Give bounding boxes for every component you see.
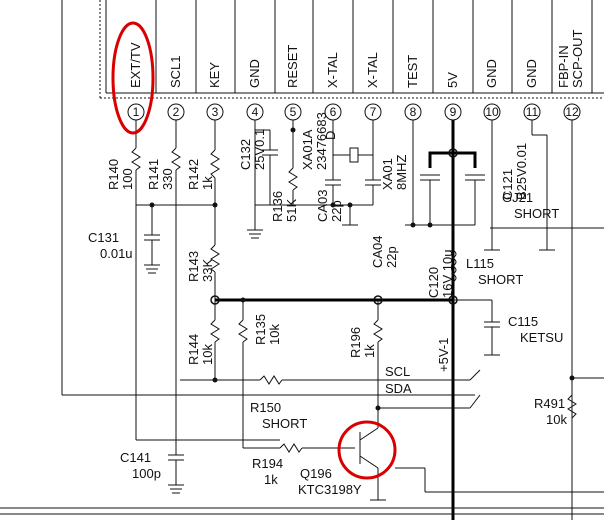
r136-value: 51K bbox=[284, 199, 299, 222]
pin-5-number: 5 bbox=[290, 105, 297, 119]
c131-value: 0.01u bbox=[100, 246, 133, 261]
pin-10-number: 10 bbox=[485, 105, 499, 119]
pin-3-name: KEY bbox=[207, 62, 222, 88]
c115-ref: C115 bbox=[508, 314, 538, 329]
pin-4-name: GND bbox=[247, 59, 262, 88]
ca03-value: 22p bbox=[329, 200, 344, 222]
r140-ref: R140 bbox=[106, 159, 121, 190]
pin-7-name: X-TAL bbox=[365, 52, 380, 88]
c115-value: KETSU bbox=[520, 330, 563, 345]
c120-value: 16V 10u bbox=[440, 250, 455, 298]
pin-11-name: GND bbox=[524, 59, 539, 88]
r143-ref: R143 bbox=[186, 251, 201, 282]
gj21-value: SHORT bbox=[514, 206, 559, 221]
c131-ref: C131 bbox=[88, 230, 119, 245]
xa01a-value: 23476683 bbox=[314, 112, 329, 170]
net-sda-label: SDA bbox=[385, 381, 412, 396]
c120-ref: C120 bbox=[426, 267, 441, 298]
d-label: D bbox=[323, 131, 338, 140]
pin-1-number: 1 bbox=[133, 105, 140, 119]
pin-12-name-b: SCP-OUT bbox=[570, 29, 585, 88]
l115-ref: L115 bbox=[466, 256, 494, 271]
pin-6-name: X-TAL bbox=[325, 52, 340, 88]
pin-10-name: GND bbox=[484, 59, 499, 88]
pin-11-number: 11 bbox=[526, 105, 539, 119]
pin-7-number: 7 bbox=[370, 105, 377, 119]
q196-value: KTC3198Y bbox=[298, 482, 362, 497]
pin-9-number: 9 bbox=[450, 105, 457, 119]
r491-value: 10k bbox=[546, 412, 567, 427]
r144-value: 10k bbox=[200, 344, 215, 365]
gj21-ref: GJ21 bbox=[502, 190, 533, 205]
r141-ref: R141 bbox=[146, 159, 161, 190]
ca03-ref: CA03 bbox=[315, 189, 330, 222]
pin-9-name: 5V bbox=[445, 72, 460, 88]
r141-value: 330 bbox=[160, 168, 175, 190]
pin-2-number: 2 bbox=[173, 105, 180, 119]
highlight-annotations bbox=[111, 21, 397, 480]
r142-ref: R142 bbox=[186, 159, 201, 190]
c121-ref: C121 bbox=[500, 169, 515, 200]
pin-8-number: 8 bbox=[410, 105, 417, 119]
ic-body bbox=[99, 0, 604, 99]
l115-value: SHORT bbox=[478, 272, 523, 287]
junctions bbox=[149, 127, 575, 411]
c141-value: 100p bbox=[132, 466, 161, 481]
c141-ref: C141 bbox=[120, 450, 151, 465]
c132-value: 25V0.1 bbox=[252, 129, 267, 170]
r150-ref: R150 bbox=[250, 400, 281, 415]
r136-ref: R136 bbox=[270, 191, 285, 222]
pin-4-number: 4 bbox=[252, 105, 259, 119]
r196-ref: R196 bbox=[348, 327, 363, 358]
c132-ref: C132 bbox=[238, 139, 253, 170]
q196-ref: Q196 bbox=[300, 466, 332, 481]
pin-6-number: 6 bbox=[330, 105, 337, 119]
r150-value: SHORT bbox=[262, 416, 307, 431]
highlight-ext-tv-pin bbox=[111, 21, 155, 135]
pin-1-name: EXT/TV bbox=[128, 42, 143, 88]
xa01-ref: XA01 bbox=[380, 158, 395, 190]
ca04-value: 22p bbox=[384, 246, 399, 268]
c121-value: B25V0.01 bbox=[514, 143, 529, 200]
xa01a-ref: XA01A bbox=[300, 129, 315, 170]
pin-8-name: TEST bbox=[405, 55, 420, 88]
r194-ref: R194 bbox=[252, 456, 283, 471]
net-scl-label: SCL bbox=[385, 364, 410, 379]
plus-5v-1-label: +5V-1 bbox=[436, 338, 451, 372]
r491-ref: R491 bbox=[534, 396, 565, 411]
r194-value: 1k bbox=[264, 472, 278, 487]
r196-value: 1k bbox=[362, 344, 377, 358]
pin-2-name: SCL1 bbox=[168, 55, 183, 88]
pin-3-number: 3 bbox=[212, 105, 219, 119]
xa01-value: 8MHZ bbox=[394, 155, 409, 190]
r144-ref: R144 bbox=[186, 334, 201, 365]
r140-value: 100 bbox=[120, 168, 135, 190]
highlight-q196-transistor bbox=[337, 420, 397, 480]
pin-5-name: RESET bbox=[285, 45, 300, 88]
r143-value: 33K bbox=[200, 259, 215, 282]
ca04-ref: CA04 bbox=[370, 235, 385, 268]
pin-12-name-a: FBP-IN bbox=[556, 45, 571, 88]
r135-ref: R135 bbox=[253, 314, 268, 345]
pin-12-number: 12 bbox=[565, 105, 579, 119]
r142-value: 1k bbox=[200, 176, 215, 190]
r135-value: 10k bbox=[267, 324, 282, 345]
